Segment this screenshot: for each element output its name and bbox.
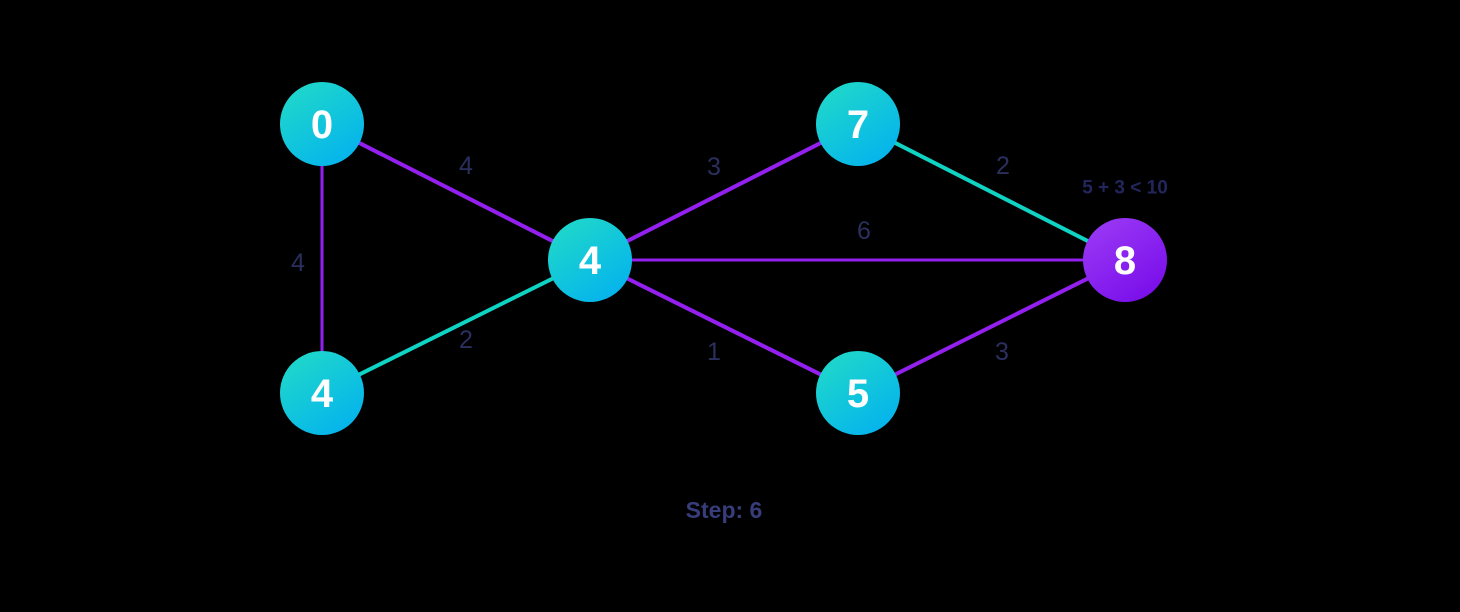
- relaxation-annotation: 5 + 3 < 10: [1082, 178, 1168, 199]
- edge-weight-label: 3: [707, 153, 721, 181]
- node-distance-label: 8: [1114, 239, 1136, 283]
- node-distance-label: 0: [311, 103, 333, 147]
- graph-node-8[interactable]: 8: [1083, 218, 1167, 302]
- graph-edge-0-4: [320, 122, 592, 262]
- node-circle[interactable]: [280, 351, 364, 435]
- node-distance-label: 5: [847, 372, 869, 416]
- edge-weight-label: 4: [291, 249, 305, 277]
- step-counter-label: Step: 6: [686, 497, 763, 523]
- graph-node-0[interactable]: 0: [280, 82, 364, 166]
- node-circle[interactable]: [816, 351, 900, 435]
- edge-weight-label: 3: [995, 338, 1009, 366]
- edge-labels-layer: 4 4 2 3 6 1 2 3: [291, 152, 1010, 366]
- graph-node-4[interactable]: 4: [548, 218, 632, 302]
- graph-node-5[interactable]: 5: [816, 351, 900, 435]
- node-circle[interactable]: [280, 82, 364, 166]
- graph-edge-4-5: [588, 258, 860, 395]
- graph-edge-5-8: [856, 258, 1127, 395]
- edge-weight-label: 6: [857, 217, 871, 245]
- graph-node-7[interactable]: 7: [816, 82, 900, 166]
- edge-weight-label: 2: [459, 326, 473, 354]
- graph-edge-4-7: [588, 122, 860, 262]
- node-distance-label: 4: [579, 239, 602, 283]
- edges-layer: [320, 122, 1127, 395]
- edge-weight-label: 4: [459, 152, 473, 180]
- node-circle[interactable]: [548, 218, 632, 302]
- node-distance-label: 4: [311, 372, 334, 416]
- node-distance-label: 7: [847, 103, 869, 147]
- graph-edge-7-8: [856, 122, 1127, 262]
- graph-node-4[interactable]: 4: [280, 351, 364, 435]
- node-circle[interactable]: [1083, 218, 1167, 302]
- node-circle[interactable]: [816, 82, 900, 166]
- edge-weight-label: 1: [707, 338, 721, 366]
- graph-edge-4-4: [320, 258, 592, 395]
- edge-weight-label: 2: [996, 152, 1010, 180]
- nodes-layer: 0 4 4 7 5 8: [280, 82, 1167, 435]
